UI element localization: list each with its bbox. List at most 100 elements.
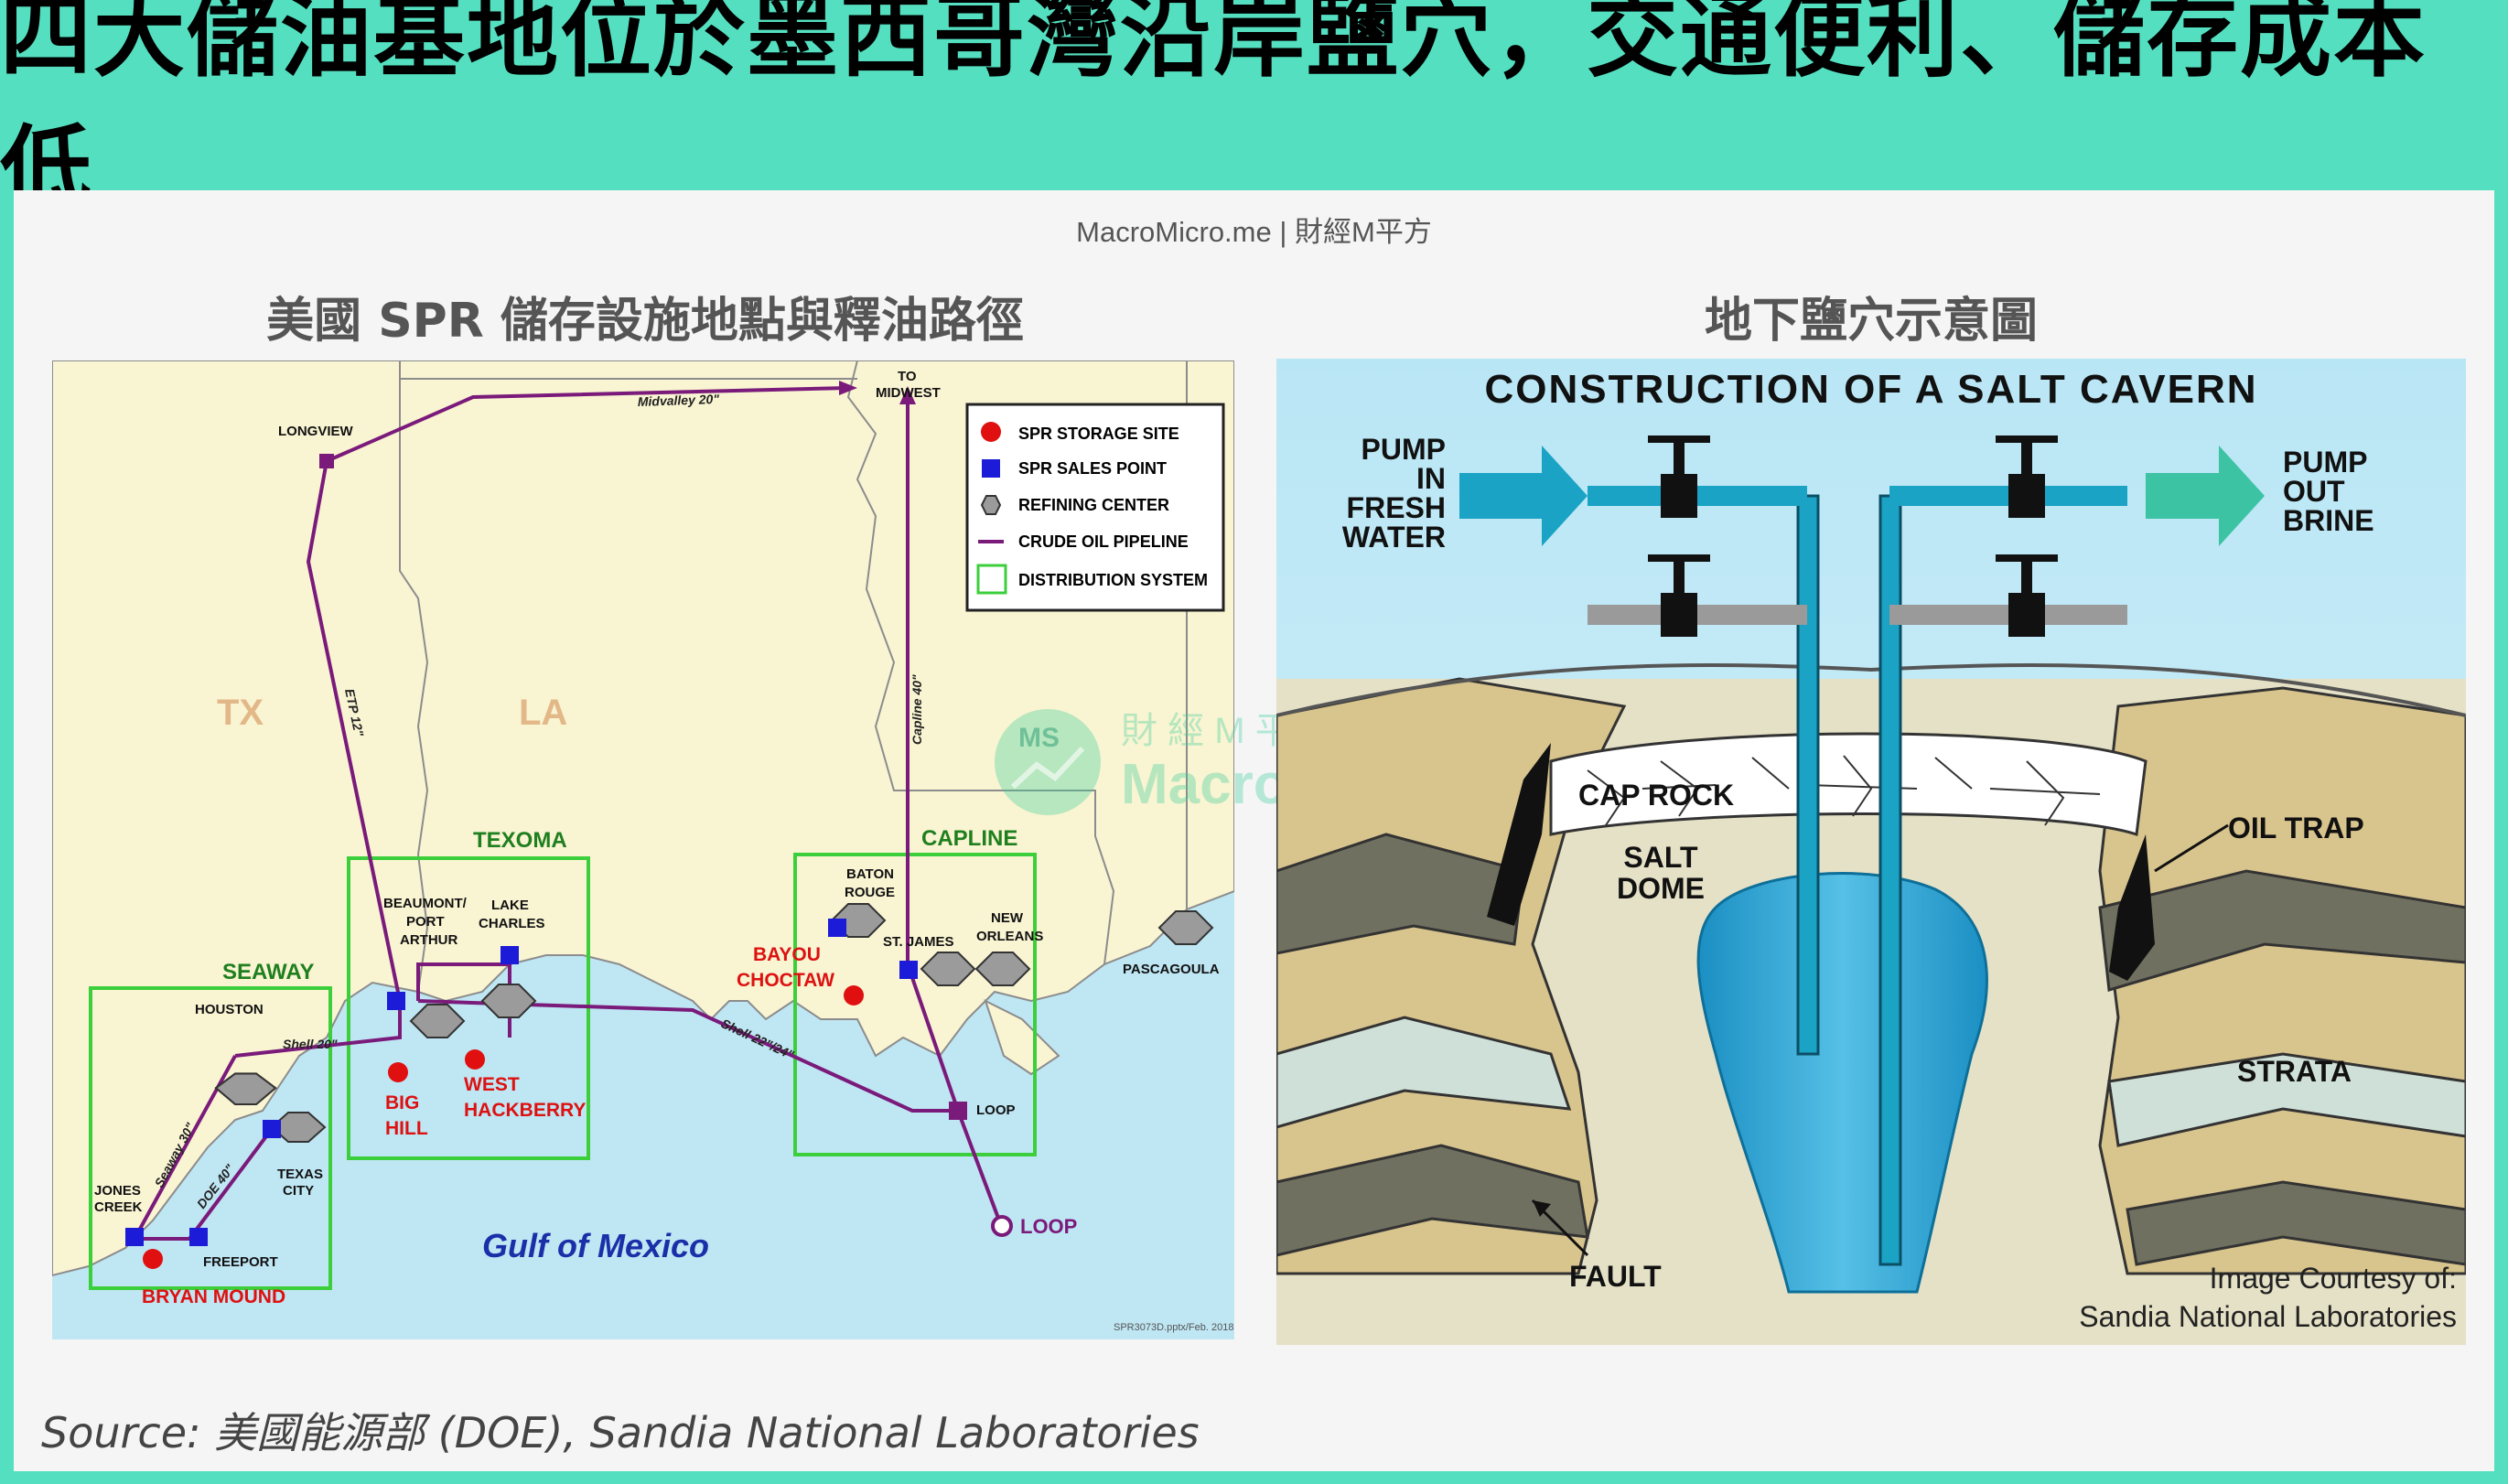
strata-right-low	[2126, 1180, 2466, 1266]
pipeline-midvalley	[326, 386, 849, 463]
label-texoma: TEXOMA	[473, 828, 567, 853]
label-seaway: SEAWAY	[222, 960, 315, 984]
site-label-bayou-1: BAYOU	[753, 944, 821, 965]
pipeline-houston-beaumont	[234, 1001, 402, 1058]
salt-dome-1: SALT	[1623, 841, 1698, 874]
refining-houston	[214, 1072, 277, 1106]
oil-trap-leader	[2154, 823, 2229, 873]
cap-rock	[1549, 732, 2147, 836]
valves	[1648, 436, 2058, 637]
place-beaumont-1: BEAUMONT/	[383, 896, 468, 911]
source-note: Source: 美國能源部 (DOE), Sandia National Lab…	[41, 1408, 1200, 1457]
place-lake-2: CHARLES	[479, 916, 545, 931]
map-legend: SPR STORAGE SITE SPR SALES POINT REFININ…	[965, 403, 1225, 612]
legend-distribution: DISTRIBUTION SYSTEM	[1018, 571, 1208, 589]
label-gulf: Gulf of Mexico	[482, 1227, 709, 1264]
strata-left-band	[1276, 1016, 1572, 1129]
sales-freeport	[189, 1228, 208, 1246]
site-label-bayou-2: CHOCTAW	[737, 970, 834, 991]
coast-islands	[984, 999, 1060, 1076]
sales-beaumont	[387, 992, 405, 1010]
pipeline-etp	[306, 460, 402, 1002]
site-labels: BRYAN MOUND BIG HILL WEST HACKBERRY BAYO…	[142, 944, 834, 1307]
place-neworleans-2: ORLEANS	[976, 929, 1043, 944]
fault-arrowhead	[1533, 1200, 1551, 1217]
fault-label: FAULT	[1569, 1260, 1662, 1293]
pipeline-loop	[956, 1110, 1001, 1221]
legend-sales: SPR SALES POINT	[1018, 459, 1167, 478]
sales-jones-creek	[125, 1228, 144, 1246]
map-footnote: SPR3073D.pptx/Feb. 2018	[1114, 1322, 1233, 1333]
label-capline: CAPLINE	[921, 826, 1017, 851]
strata-left-dark	[1276, 833, 1525, 955]
place-longview: LONGVIEW	[278, 424, 354, 439]
legend-pipeline: CRUDE OIL PIPELINE	[1018, 532, 1189, 551]
legend-storage: SPR STORAGE SITE	[1018, 425, 1179, 443]
pump-in-2: IN	[1416, 462, 1446, 495]
spr-map: SPR STORAGE SITE SPR SALES POINT REFININ…	[52, 360, 1234, 1339]
site-label-bighill-2: HILL	[385, 1118, 428, 1139]
place-texas-2: CITY	[283, 1183, 314, 1199]
strata-right-band	[2107, 1052, 2466, 1147]
oil-trap-left	[1487, 743, 1551, 926]
oil-trap-right	[2109, 834, 2155, 981]
content-panel: MacroMicro.me | 財經M平方 美國 SPR 儲存設施地點與釋油路徑…	[14, 190, 2494, 1471]
page-title: 四大儲油基地位於墨西哥灣沿岸鹽穴，交通便利、儲存成本低	[0, 0, 2427, 222]
map-subtitle: 美國 SPR 儲存設施地點與釋油路徑	[266, 294, 1024, 349]
pipeline-doe	[188, 1127, 274, 1241]
place-houston: HOUSTON	[195, 1002, 264, 1017]
watermark-logo: MS	[1018, 723, 1060, 753]
refining-beaumont	[409, 1004, 466, 1038]
pump-out-3: BRINE	[2283, 504, 2374, 537]
sales-texas-city	[263, 1120, 281, 1138]
legend-refining: REFINING CENTER	[1018, 496, 1169, 514]
place-pascagoula: PASCAGOULA	[1123, 962, 1220, 977]
pipe-label-shell20: Shell 20"	[283, 1037, 338, 1051]
seaway-box	[89, 986, 332, 1290]
refining-lake-charles	[480, 984, 537, 1018]
place-beaumont-2: PORT	[406, 914, 445, 930]
pump-out-2: OUT	[2283, 475, 2345, 508]
salt-cavern-diagram: CONSTRUCTION OF A SALT CAVERN PUMP IN FR…	[1276, 359, 2466, 1345]
label-la: LA	[519, 693, 567, 733]
sales-lake-charles	[501, 946, 519, 964]
refining-new-orleans	[974, 952, 1031, 986]
pump-in-3: FRESH	[1347, 491, 1446, 524]
land-mass	[52, 360, 1234, 1277]
capline-box	[793, 853, 1037, 1156]
strata-right-dark	[2098, 869, 2466, 992]
strata-left-low	[1276, 1144, 1589, 1257]
site-big-hill	[388, 1062, 408, 1082]
place-beaumont-3: ARTHUR	[400, 932, 457, 948]
place-baton-1: BATON	[846, 866, 894, 882]
oil-trap-label: OIL TRAP	[2228, 812, 2364, 844]
la-ms-border	[846, 360, 1115, 965]
courtesy-1: Image Courtesy of:	[2210, 1262, 2457, 1295]
place-stjames: ST. JAMES	[883, 934, 954, 950]
arrow-midvalley	[839, 381, 857, 395]
sales-points	[125, 919, 918, 1246]
refining-centers	[214, 903, 1214, 1143]
cavern-title: CONSTRUCTION OF A SALT CAVERN	[1484, 367, 2257, 412]
place-jones-2: CREEK	[94, 1199, 143, 1215]
pump-in-1: PUMP	[1362, 433, 1446, 466]
site-label-hackberry-2: HACKBERRY	[464, 1100, 586, 1121]
surface-line	[1276, 663, 2466, 717]
strata-label: STRATA	[2237, 1055, 2352, 1088]
refining-st-james	[920, 952, 976, 986]
place-loop-small: LOOP	[976, 1102, 1016, 1118]
refining-texas-city	[270, 1112, 327, 1143]
credit-line: MacroMicro.me | 財經M平方	[1076, 216, 1432, 248]
tx-la-border	[399, 360, 429, 993]
longview-station	[319, 454, 334, 468]
pipe-label-midvalley: Midvalley 20"	[638, 392, 720, 409]
place-midwest-1: TO	[898, 369, 917, 384]
site-bayou-choctaw	[844, 985, 864, 1005]
refining-pascagoula	[1157, 910, 1214, 945]
loop-offshore	[991, 1215, 1013, 1237]
label-tx: TX	[217, 693, 264, 733]
pipe-label-capline: Capline 40"	[910, 674, 924, 745]
arrow-midwest	[899, 386, 916, 404]
place-freeport: FREEPORT	[203, 1254, 278, 1270]
